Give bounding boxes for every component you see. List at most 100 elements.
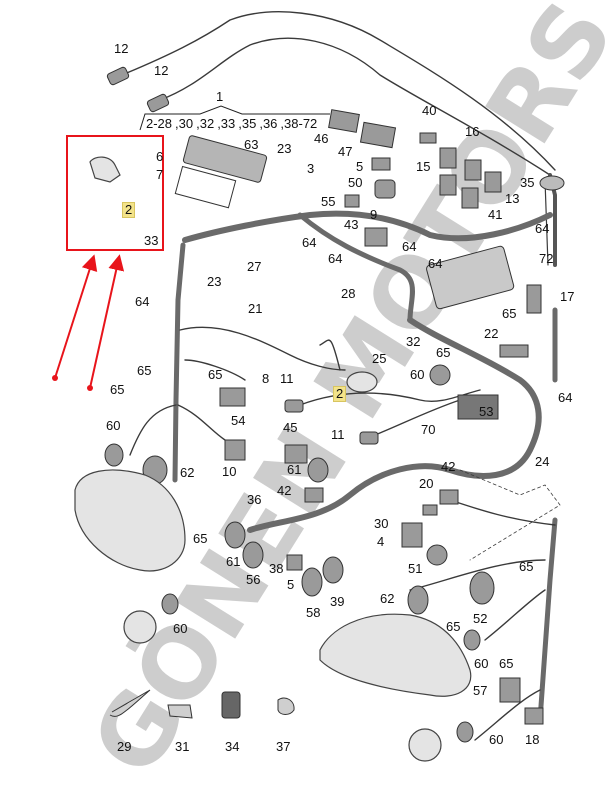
- part-label[interactable]: 18: [525, 732, 540, 747]
- part-label[interactable]: 23: [277, 141, 292, 156]
- part-label[interactable]: 37: [276, 739, 291, 754]
- part-label[interactable]: 61: [287, 462, 302, 477]
- dashed-outline: [459, 469, 561, 561]
- part-label[interactable]: 64: [302, 235, 317, 250]
- part-label[interactable]: 34: [225, 739, 240, 754]
- part-label[interactable]: 12: [154, 63, 169, 78]
- part-label[interactable]: 16: [465, 124, 480, 139]
- part-label[interactable]: 17: [560, 289, 575, 304]
- part-label[interactable]: 57: [473, 683, 488, 698]
- part-label[interactable]: 64: [328, 251, 343, 266]
- part-label[interactable]: 11: [331, 427, 345, 442]
- part-label[interactable]: 63: [244, 137, 259, 152]
- part-label[interactable]: 60: [173, 621, 188, 636]
- part-label[interactable]: 62: [380, 591, 395, 606]
- part-label[interactable]: 15: [416, 159, 431, 174]
- part-label[interactable]: 54: [231, 413, 246, 428]
- pointer-arrow-1: [54, 254, 98, 379]
- connector-54: [219, 387, 246, 407]
- connector-12a: [106, 66, 130, 86]
- part-label[interactable]: 64: [402, 239, 417, 254]
- part-label[interactable]: 42: [441, 459, 456, 474]
- part-label[interactable]: 9: [370, 207, 378, 222]
- part-label[interactable]: 21: [248, 301, 263, 316]
- part-label[interactable]: 11: [280, 371, 294, 386]
- part-label[interactable]: 4: [377, 534, 385, 549]
- part-label[interactable]: 3: [307, 161, 315, 176]
- part-label[interactable]: 52: [473, 611, 488, 626]
- part-label[interactable]: 64: [135, 294, 150, 309]
- part-label[interactable]: 60: [106, 418, 121, 433]
- part-label[interactable]: 8: [262, 371, 270, 386]
- part-label[interactable]: 38: [269, 561, 284, 576]
- part-label[interactable]: 65: [519, 559, 534, 574]
- part-label[interactable]: 62: [180, 465, 195, 480]
- part-label[interactable]: 42: [277, 483, 292, 498]
- part-label[interactable]: 32: [406, 334, 421, 349]
- part-label[interactable]: 5: [287, 577, 295, 592]
- wire-branch: [319, 339, 341, 371]
- part-label[interactable]: 60: [410, 367, 425, 382]
- clip-37: [277, 697, 295, 715]
- part-label[interactable]: 60: [474, 656, 489, 671]
- part-label[interactable]: 51: [408, 561, 423, 576]
- harness-lower-right: [537, 517, 558, 723]
- part-label[interactable]: 6: [156, 149, 164, 164]
- part-label[interactable]: 20: [419, 476, 434, 491]
- part-label-2-highlighted[interactable]: 2: [122, 202, 136, 218]
- part-label[interactable]: 39: [330, 594, 345, 609]
- sensor-cable-12b: [159, 37, 551, 176]
- harness-middle: [247, 317, 542, 533]
- part-label[interactable]: 29: [117, 739, 132, 754]
- part-label[interactable]: 43: [344, 217, 359, 232]
- harness-upper-branch: [297, 212, 415, 323]
- harness-left-vertical: [172, 242, 186, 483]
- part-label[interactable]: 24: [535, 454, 550, 469]
- part-label[interactable]: 58: [306, 605, 321, 620]
- part-label[interactable]: 60: [489, 732, 504, 747]
- part-label[interactable]: 64: [558, 390, 573, 405]
- part-label[interactable]: 31: [175, 739, 190, 754]
- part-label[interactable]: 46: [314, 131, 329, 146]
- part-label[interactable]: 65: [446, 619, 461, 634]
- part-label[interactable]: 36: [247, 492, 262, 507]
- part-label[interactable]: 64: [428, 256, 443, 271]
- part-label[interactable]: 53: [479, 404, 494, 419]
- part-label[interactable]: 55: [321, 194, 336, 209]
- part-label[interactable]: 10: [222, 464, 237, 479]
- part-label[interactable]: 65: [137, 363, 152, 378]
- part-label[interactable]: 72: [539, 251, 554, 266]
- part-label[interactable]: 41: [488, 207, 503, 222]
- part-label[interactable]: 61: [226, 554, 241, 569]
- part-label[interactable]: 27: [247, 259, 262, 274]
- connector-56: [242, 541, 264, 569]
- part-label[interactable]: 50: [348, 175, 363, 190]
- part-label[interactable]: 7: [156, 167, 164, 182]
- part-label[interactable]: 65: [110, 382, 125, 397]
- part-label[interactable]: 28: [341, 286, 356, 301]
- wire-branch: [129, 404, 177, 456]
- part-label[interactable]: 65: [499, 656, 514, 671]
- part-label[interactable]: 22: [484, 326, 499, 341]
- part-label[interactable]: 65: [208, 367, 223, 382]
- part-label[interactable]: 56: [246, 572, 261, 587]
- part-label[interactable]: 65: [436, 345, 451, 360]
- part-label[interactable]: 45: [283, 420, 298, 435]
- part-label[interactable]: 65: [502, 306, 517, 321]
- part-label[interactable]: 64: [535, 221, 550, 236]
- part-label[interactable]: 5: [356, 159, 364, 174]
- part-label[interactable]: 33: [144, 233, 159, 248]
- part-label[interactable]: 13: [505, 191, 520, 206]
- part-label[interactable]: 25: [372, 351, 387, 366]
- part-label[interactable]: 70: [421, 422, 436, 437]
- part-label[interactable]: 40: [422, 103, 437, 118]
- part-label[interactable]: 23: [207, 274, 222, 289]
- part-label[interactable]: 35: [520, 175, 535, 190]
- part-label[interactable]: 30: [374, 516, 389, 531]
- connector-5b: [286, 554, 303, 571]
- part-label[interactable]: 47: [338, 144, 353, 159]
- part-label-2-highlighted[interactable]: 2: [333, 386, 347, 402]
- part-label[interactable]: 12: [114, 41, 129, 56]
- part-label[interactable]: 65: [193, 531, 208, 546]
- part-label-1[interactable]: 1: [216, 89, 224, 104]
